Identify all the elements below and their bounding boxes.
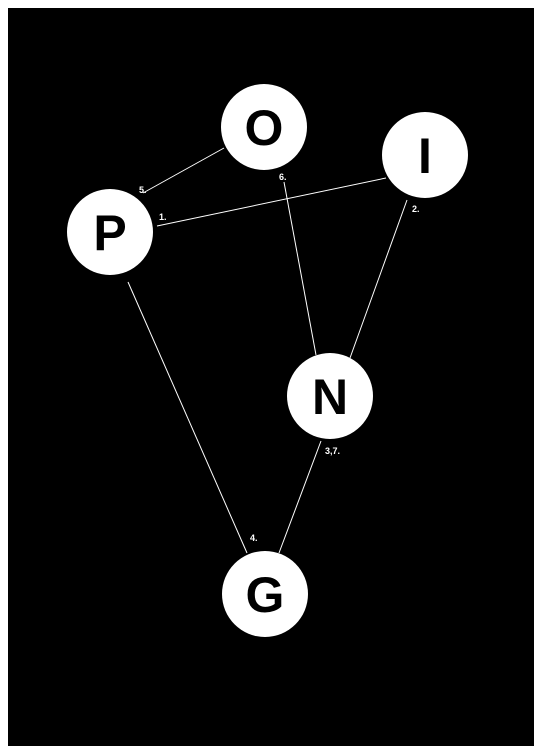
edge-p-i: [156, 177, 387, 227]
edge-n-g: [278, 440, 322, 554]
edge-label-4: 4.: [250, 533, 258, 543]
node-n-label: N: [312, 369, 348, 425]
node-n: N: [287, 353, 373, 439]
node-i-label: I: [418, 128, 432, 184]
edge-label-1: 1.: [159, 212, 167, 222]
edge-label-5: 5.: [139, 185, 147, 195]
edge-p-g: [127, 281, 248, 554]
edge-label-3-7: 3,7.: [325, 446, 340, 456]
edge-label-6: 6.: [279, 172, 287, 182]
node-i: I: [382, 112, 468, 198]
edge-label-2: 2.: [412, 204, 420, 214]
edge-p-o: [142, 147, 225, 194]
node-o: O: [221, 84, 307, 170]
node-p: P: [67, 189, 153, 275]
node-p-label: P: [93, 205, 126, 261]
node-o-label: O: [245, 100, 284, 156]
node-g: G: [222, 551, 308, 637]
edge-o-n: [283, 181, 317, 356]
edge-i-n: [349, 199, 408, 359]
node-g-label: G: [246, 567, 285, 623]
